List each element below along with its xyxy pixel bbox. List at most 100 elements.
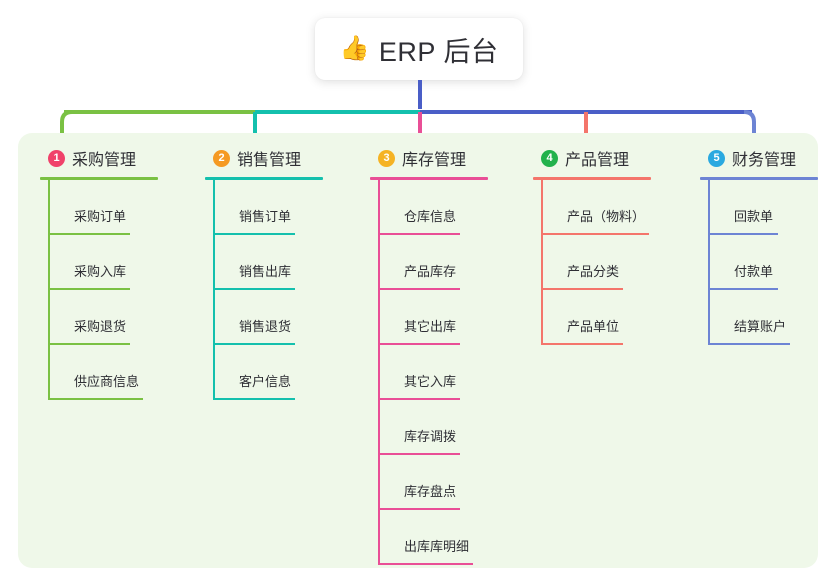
- column-badge: 1: [48, 149, 65, 167]
- list-item-label: 产品分类: [567, 264, 620, 279]
- list-item[interactable]: 供应商信息: [48, 345, 158, 400]
- list-item-rule: [708, 233, 778, 235]
- list-item-label: 产品（物料）: [567, 209, 646, 224]
- column-产品管理: 4 产品管理产品（物料） 产品分类产品单位: [533, 146, 651, 345]
- list-item-label: 其它出库: [404, 319, 457, 334]
- page-title-card: 👍 ERP 后台: [315, 18, 523, 80]
- list-item[interactable]: 其它入库: [378, 345, 488, 400]
- list-item[interactable]: 产品单位: [541, 290, 651, 345]
- list-item-label: 结算账户: [734, 319, 787, 334]
- list-item-label: 产品单位: [567, 319, 620, 334]
- list-item-rule: [48, 398, 143, 400]
- content-panel: [18, 133, 818, 568]
- list-item-rule: [213, 288, 295, 290]
- column-badge: 2: [213, 149, 230, 167]
- list-item-label: 回款单: [734, 209, 774, 224]
- list-item[interactable]: 库存调拨: [378, 400, 488, 455]
- list-item[interactable]: 采购订单: [48, 180, 158, 235]
- trunk-connector: [418, 80, 422, 109]
- column-header-库存管理[interactable]: 3 库存管理: [370, 146, 488, 170]
- list-item-rule: [708, 288, 778, 290]
- list-item-rule: [378, 233, 460, 235]
- list-item[interactable]: 客户信息: [213, 345, 323, 400]
- list-item[interactable]: 仓库信息: [378, 180, 488, 235]
- list-item-rule: [378, 343, 460, 345]
- item-spine: [48, 180, 50, 400]
- list-item[interactable]: 回款单: [708, 180, 818, 235]
- list-item[interactable]: 产品（物料）: [541, 180, 651, 235]
- column-header-rule: [533, 177, 651, 180]
- list-item-label: 供应商信息: [74, 374, 140, 389]
- list-item-label: 采购入库: [74, 264, 127, 279]
- list-item-label: 采购退货: [74, 319, 127, 334]
- list-item[interactable]: 库存盘点: [378, 455, 488, 510]
- column-采购管理: 1 采购管理采购订单采购入库采购退货供应商信息: [40, 146, 158, 400]
- item-list: 产品（物料） 产品分类产品单位: [541, 180, 651, 345]
- column-badge: 5: [708, 149, 725, 167]
- column-header-rule: [700, 177, 818, 180]
- list-item[interactable]: 销售出库: [213, 235, 323, 290]
- list-item[interactable]: 出库库明细: [378, 510, 488, 565]
- list-item-label: 库存盘点: [404, 484, 457, 499]
- list-item-rule: [541, 343, 623, 345]
- list-item-rule: [213, 343, 295, 345]
- list-item-rule: [378, 453, 460, 455]
- column-badge: 4: [541, 149, 558, 167]
- list-item[interactable]: 采购入库: [48, 235, 158, 290]
- item-list: 采购订单采购入库采购退货供应商信息: [48, 180, 158, 400]
- column-header-label: 采购管理: [72, 152, 137, 169]
- list-item-label: 付款单: [734, 264, 774, 279]
- column-header-财务管理[interactable]: 5 财务管理: [700, 146, 818, 170]
- column-header-label: 库存管理: [402, 152, 467, 169]
- list-item-label: 销售订单: [239, 209, 292, 224]
- list-item-label: 销售退货: [239, 319, 292, 334]
- column-header-产品管理[interactable]: 4 产品管理: [533, 146, 651, 170]
- column-库存管理: 3 库存管理仓库信息产品库存其它出库其它入库库存调拨库存盘点出库库明细: [370, 146, 488, 565]
- list-item-label: 销售出库: [239, 264, 292, 279]
- column-header-rule: [370, 177, 488, 180]
- list-item-rule: [378, 398, 460, 400]
- list-item[interactable]: 产品库存: [378, 235, 488, 290]
- column-header-label: 销售管理: [237, 152, 302, 169]
- column-销售管理: 2 销售管理销售订单销售出库销售退货客户信息: [205, 146, 323, 400]
- list-item-rule: [378, 508, 460, 510]
- column-header-label: 财务管理: [732, 152, 797, 169]
- list-item-label: 客户信息: [239, 374, 292, 389]
- item-list: 回款单付款单结算账户: [708, 180, 818, 345]
- list-item[interactable]: 付款单: [708, 235, 818, 290]
- column-badge: 3: [378, 149, 395, 167]
- page-title: 👍 ERP 后台: [340, 30, 499, 69]
- page-title-text: ERP 后台: [378, 36, 499, 67]
- column-header-rule: [205, 177, 323, 180]
- thumbs-up-icon: 👍: [339, 35, 370, 62]
- item-spine: [213, 180, 215, 400]
- list-item-rule: [213, 233, 295, 235]
- column-header-采购管理[interactable]: 1 采购管理: [40, 146, 158, 170]
- list-item[interactable]: 销售退货: [213, 290, 323, 345]
- list-item-label: 采购订单: [74, 209, 127, 224]
- list-item[interactable]: 销售订单: [213, 180, 323, 235]
- list-item[interactable]: 其它出库: [378, 290, 488, 345]
- list-item-label: 出库库明细: [404, 539, 470, 554]
- list-item[interactable]: 采购退货: [48, 290, 158, 345]
- list-item-rule: [48, 288, 130, 290]
- list-item-rule: [378, 563, 473, 565]
- list-item-rule: [378, 288, 460, 290]
- list-item-label: 仓库信息: [404, 209, 457, 224]
- list-item-label: 其它入库: [404, 374, 457, 389]
- list-item-rule: [213, 398, 295, 400]
- list-item-rule: [541, 233, 649, 235]
- item-spine: [541, 180, 543, 345]
- column-header-label: 产品管理: [565, 152, 630, 169]
- list-item-rule: [708, 343, 790, 345]
- list-item-label: 库存调拨: [404, 429, 457, 444]
- list-item[interactable]: 结算账户: [708, 290, 818, 345]
- list-item-label: 产品库存: [404, 264, 457, 279]
- item-list: 仓库信息产品库存其它出库其它入库库存调拨库存盘点出库库明细: [378, 180, 488, 565]
- list-item-rule: [541, 288, 623, 290]
- item-list: 销售订单销售出库销售退货客户信息: [213, 180, 323, 400]
- column-header-销售管理[interactable]: 2 销售管理: [205, 146, 323, 170]
- list-item[interactable]: 产品分类: [541, 235, 651, 290]
- connector-bus: [60, 110, 756, 146]
